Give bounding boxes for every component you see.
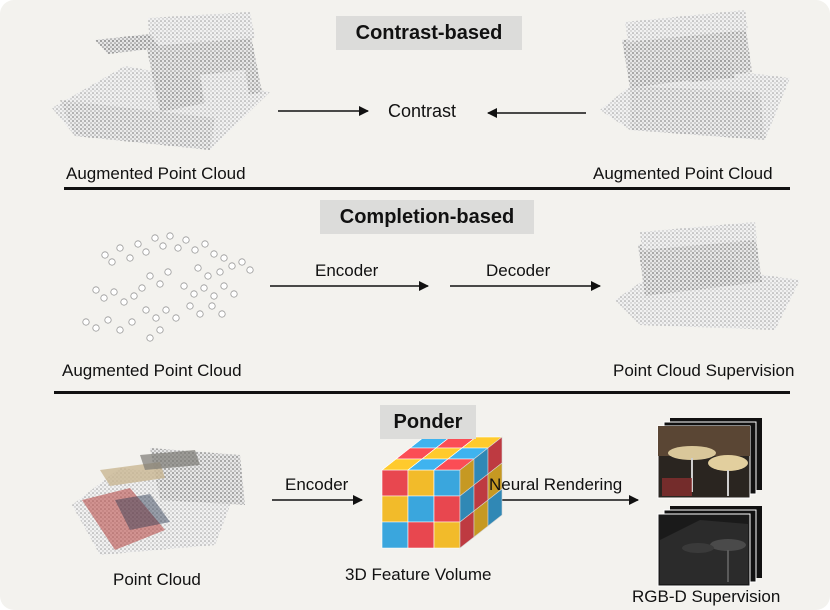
completed-point-cloud [615, 222, 800, 330]
contrast-right-caption: Augmented Point Cloud [593, 164, 773, 183]
right-augmented-point-cloud [600, 10, 790, 140]
completion-section-title: Completion-based [320, 200, 534, 234]
left-augmented-point-cloud [52, 12, 270, 150]
sparse-point-cloud [82, 232, 254, 342]
completion-decoder-label: Decoder [486, 261, 551, 280]
ponder-right-caption: RGB-D Supervision [632, 587, 781, 606]
ponder-encoder-label: Encoder [285, 475, 349, 494]
section-divider-1 [64, 187, 790, 190]
colored-point-cloud [72, 448, 245, 555]
ponder-volume-caption: 3D Feature Volume [345, 565, 492, 584]
completion-right-caption: Point Cloud Supervision [613, 361, 795, 380]
completion-left-caption: Augmented Point Cloud [62, 361, 242, 380]
ponder-left-caption: Point Cloud [113, 570, 201, 589]
rgb-image-stack [657, 418, 762, 499]
feature-volume-cube [381, 436, 503, 549]
contrast-left-caption: Augmented Point Cloud [66, 164, 246, 183]
completion-encoder-label: Encoder [315, 261, 379, 280]
depth-image-stack [657, 506, 762, 587]
section-divider-2 [54, 391, 790, 394]
contrast-section-title: Contrast-based [336, 16, 522, 50]
contrast-center-label: Contrast [388, 101, 457, 121]
ponder-section-title: Ponder [380, 405, 476, 439]
ponder-rendering-label: Neural Rendering [489, 475, 623, 494]
